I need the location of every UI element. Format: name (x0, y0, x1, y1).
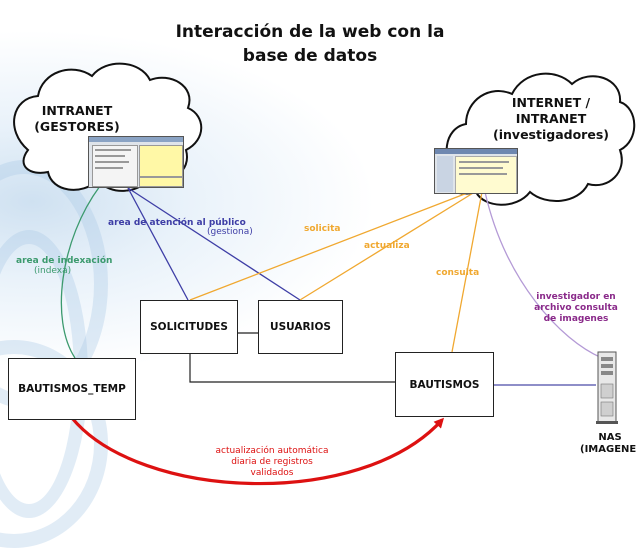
nas-label-line-1: NAS (598, 432, 622, 443)
orange-line-solicita (189, 189, 476, 301)
purple-line-nas (484, 191, 603, 359)
atencion-label: area de atención al público (108, 218, 246, 228)
internet-label-line-2: INTRANET (515, 111, 587, 126)
automatica-line-2: diaria de registros (231, 457, 313, 467)
automatica-line-3: validados (250, 468, 294, 478)
investigador-line-3: de imagenes (543, 314, 609, 324)
bautismos-box: BAUTISMOS (395, 352, 494, 417)
intranet-label: INTRANET (GESTORES) (32, 103, 122, 135)
gestiona-label: (gestiona) (207, 227, 253, 237)
blue-line-usuarios (127, 187, 301, 301)
intranet-label-line-2: (GESTORES) (34, 119, 120, 134)
internet-label-line-1: INTERNET / (511, 95, 591, 110)
investigador-line-1: investigador en (536, 292, 616, 302)
bautismos-temp-label: BAUTISMOS_TEMP (18, 383, 126, 395)
black-line-solicitudes-bautismos (189, 352, 395, 383)
title-line-1: Interacción de la web con la (175, 22, 445, 42)
connector-lines (60, 185, 603, 486)
solicitudes-label: SOLICITUDES (150, 321, 228, 333)
title-line-2: base de datos (242, 46, 378, 66)
blue-line-solicitudes (127, 187, 189, 301)
diagram-canvas (13, 62, 636, 486)
orange-line-actualiza (299, 189, 479, 301)
nas-label: NAS (IMAGENES) (580, 432, 637, 456)
investigadores-screen-thumbnail (434, 148, 518, 194)
internet-label: INTERNET / INTRANET (investigadores) (486, 95, 616, 143)
automatica-line-1: actualización automática (215, 446, 329, 456)
solicitudes-box: SOLICITUDES (140, 300, 238, 354)
internet-label-line-3: (investigadores) (493, 127, 609, 142)
intranet-label-line-1: INTRANET (41, 103, 113, 118)
diagram-title: Interacción de la web con la base de dat… (130, 20, 490, 68)
indexacion-label: area de indexación (16, 256, 113, 266)
nas-server-icon (596, 351, 618, 424)
investigador-label: investigador en archivo consulta de imag… (531, 292, 621, 325)
usuarios-box: USUARIOS (258, 300, 343, 354)
gestores-screen-thumbnail (88, 136, 184, 188)
usuarios-label: USUARIOS (270, 321, 331, 333)
bautismos-temp-box: BAUTISMOS_TEMP (8, 358, 136, 420)
green-line-indexacion (60, 185, 101, 359)
nas-label-line-2: (IMAGENES) (580, 444, 637, 455)
bautismos-label: BAUTISMOS (409, 378, 480, 391)
investigador-line-2: archivo consulta (534, 303, 618, 313)
orange-line-consulta (451, 191, 483, 353)
consulta-label: consulta (436, 268, 480, 278)
red-arrow-automatica (70, 416, 445, 486)
automatica-label: actualización automática diaria de regis… (197, 446, 347, 479)
indexa-label: (indexa) (34, 266, 72, 276)
solicita-label: solicita (304, 224, 341, 234)
actualiza-label: actualiza (364, 241, 410, 251)
